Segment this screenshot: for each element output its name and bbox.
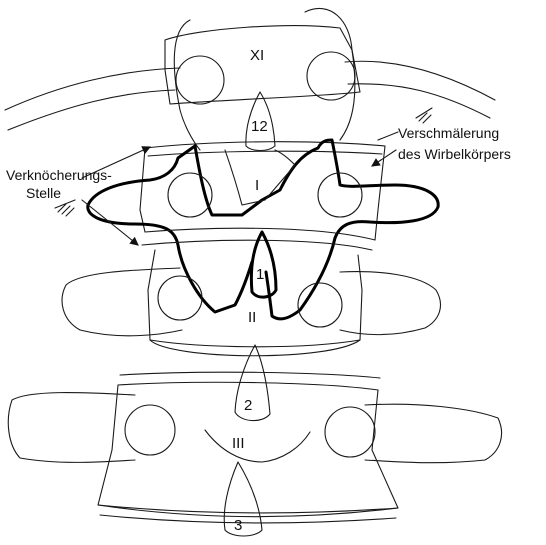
- vertebra-xi-facet-left: [176, 56, 224, 104]
- annotation-narrowing-line1: Verschmälerung: [398, 125, 499, 141]
- rib-right-upper: [345, 61, 495, 100]
- hatch-mark-right: [416, 108, 432, 123]
- vertebra-iii-label: III: [232, 435, 245, 452]
- vertebra-ii-transverse-right: [340, 272, 440, 335]
- spinous-process-3: [224, 462, 262, 536]
- disc-ii-iii-top: [150, 340, 360, 356]
- annotation-narrowing-line2: des Wirbelkörpers: [398, 146, 511, 162]
- vertebra-xi-transverse-left: [174, 20, 200, 150]
- vertebra-iii-lamina: [205, 430, 310, 462]
- vertebra-ii-facet-left: [158, 276, 202, 320]
- annotation-ossification-line1: Verknöcherungs-: [6, 167, 112, 183]
- vertebra-xi-body: [165, 26, 360, 104]
- rib-left-upper-lower-edge: [8, 90, 175, 130]
- annotation-ossification-line2: Stelle: [26, 185, 61, 201]
- vertebra-iii-bottom-edge: [98, 505, 398, 513]
- disc-ii-iii-bottom-2: [118, 382, 378, 390]
- hatch-mark-left: [55, 200, 75, 216]
- disc-ii-iii-bottom: [120, 372, 380, 378]
- spinous-process-1: [251, 232, 276, 297]
- vertebra-i-lamina: [225, 150, 295, 205]
- arrow-narrowing-upper: [378, 132, 398, 140]
- vertebra-xi-transverse-right: [305, 8, 355, 140]
- arrow-ossification-upper: [82, 147, 150, 178]
- vertebra-i-label: I: [255, 177, 259, 194]
- vertebra-i-bold-lower-left: [88, 205, 252, 312]
- vertebra-ii-transverse-left: [62, 268, 182, 336]
- vertebra-xi-facet-right: [307, 52, 355, 100]
- vertebra-iii-facet-right: [325, 407, 375, 457]
- spinous-label-3: 3: [234, 517, 242, 534]
- spinous-label-12: 12: [251, 118, 268, 135]
- vertebra-iii-facet-left: [125, 405, 175, 455]
- vertebra-i-body-top: [145, 142, 385, 148]
- vertebra-ii-label: II: [248, 309, 256, 326]
- spinous-label-2: 2: [244, 397, 252, 414]
- vertebra-iii-transverse-right: [365, 404, 502, 463]
- rib-right-upper-lower-edge: [348, 84, 490, 118]
- spinous-label-1: 1: [256, 266, 264, 283]
- rib-left-upper: [5, 68, 180, 110]
- vertebra-i-body-left: [140, 148, 145, 232]
- vertebra-xi-label: XI: [250, 47, 264, 64]
- vertebra-ii-body: [148, 250, 362, 347]
